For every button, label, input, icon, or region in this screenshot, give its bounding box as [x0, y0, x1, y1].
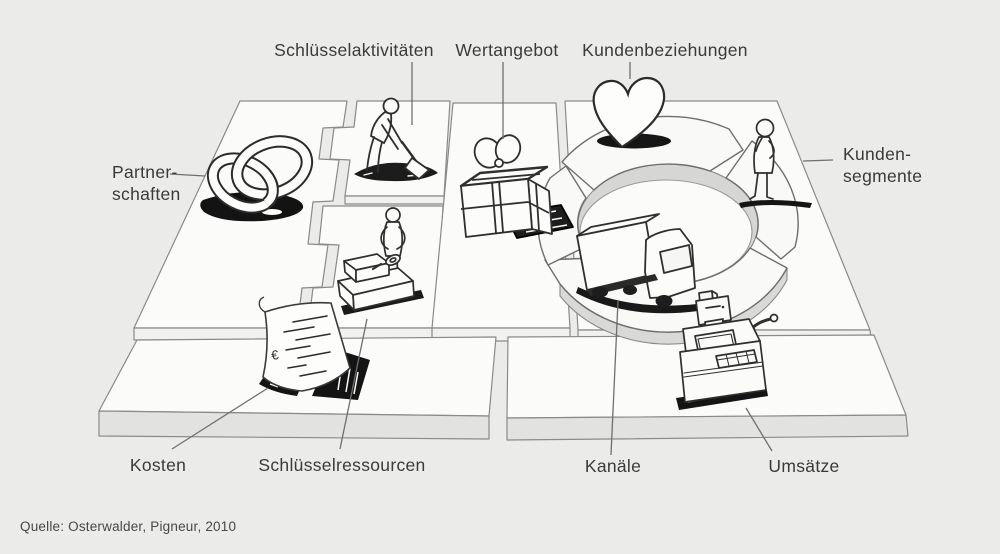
standing-person-icon	[739, 118, 812, 208]
source-note: Quelle: Osterwalder, Pigneur, 2010	[20, 519, 237, 534]
label-value-proposition: Wertangebot	[455, 40, 559, 60]
customer-segments-connector-line	[802, 159, 834, 162]
label-channels: Kanäle	[584, 456, 642, 476]
revenues-block-front	[506, 414, 909, 441]
gift-box-icon	[459, 134, 574, 239]
label-costs: Kosten	[129, 455, 187, 475]
costs-connector-line	[171, 387, 269, 450]
label-partnerships: Partner- schaften	[112, 162, 181, 204]
receipt-icon: €	[258, 296, 370, 400]
label-revenues: Umsätze	[768, 456, 840, 476]
digging-person-icon	[354, 97, 438, 182]
key-resources-connector-line	[339, 318, 368, 450]
interlocked-rings-icon	[200, 135, 314, 222]
label-key-resources: Schlüsselressourcen	[258, 455, 426, 475]
costs-block-front	[98, 410, 490, 440]
label-key-activities: Schlüsselaktivitäten	[274, 40, 434, 60]
person-with-machine-icon	[337, 207, 424, 315]
channels-connector-line	[610, 300, 619, 456]
cash-register-icon	[676, 290, 779, 410]
partnerships-connector-line	[169, 173, 206, 177]
label-customer-segments: Kunden- segmente	[843, 144, 923, 186]
key-activities-block-front	[344, 195, 445, 205]
revenues-connector-line	[745, 407, 773, 452]
label-customer-relationships: Kundenbeziehungen	[582, 40, 748, 60]
heart-icon	[592, 76, 671, 149]
euro-symbol: €	[270, 347, 280, 363]
arrow-segment-right	[725, 140, 799, 260]
delivery-truck-icon	[576, 213, 698, 314]
